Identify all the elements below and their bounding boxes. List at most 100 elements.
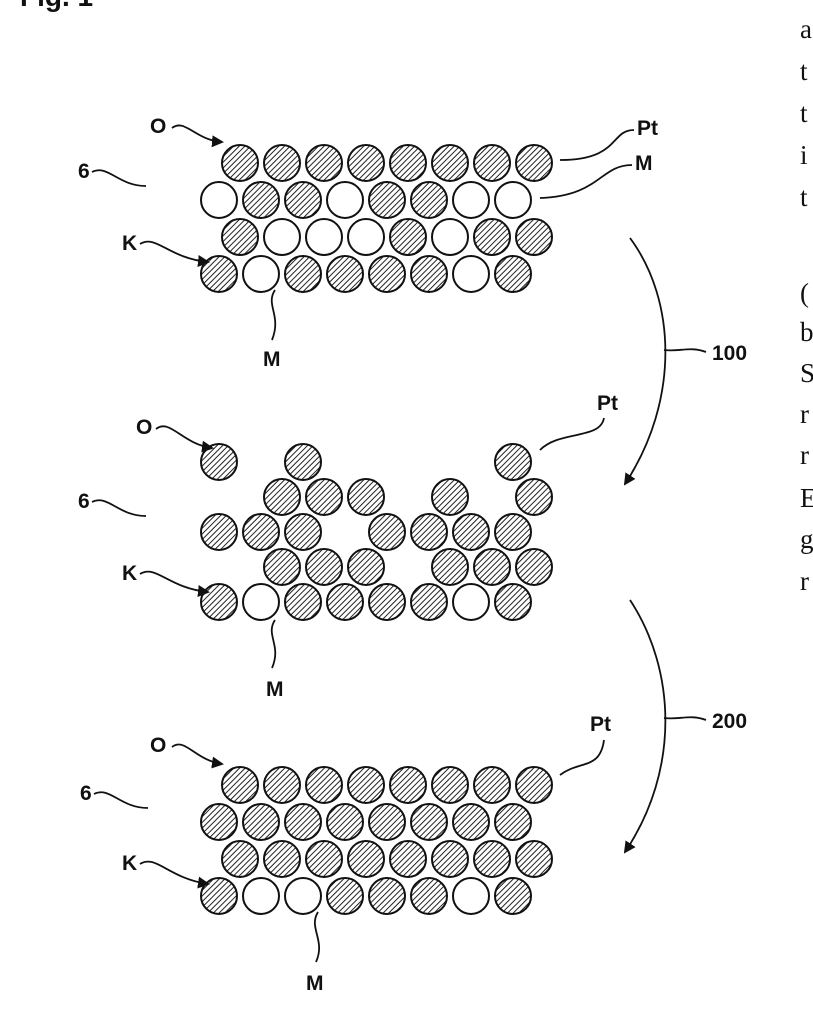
arrow-label-100: 100 [712, 342, 747, 365]
platinum-atom [369, 514, 405, 550]
body-text-fragment: t [800, 98, 808, 128]
m-label-right: M [635, 152, 653, 175]
platinum-atom [243, 514, 279, 550]
body-text-fragment: t [800, 182, 808, 212]
arrow-200-leader [664, 717, 706, 720]
platinum-atom [222, 219, 258, 255]
platinum-atom [432, 549, 468, 585]
platinum-atom [327, 584, 363, 620]
platinum-atom [201, 514, 237, 550]
platinum-atom [201, 444, 237, 480]
platinum-atom [264, 841, 300, 877]
platinum-atom [516, 549, 552, 585]
core-label-K: K [122, 232, 137, 255]
platinum-atom [348, 549, 384, 585]
metal-m-atom [348, 219, 384, 255]
surface-label-O: O [136, 416, 152, 439]
platinum-atom [264, 145, 300, 181]
platinum-atom [369, 878, 405, 914]
platinum-atom [474, 145, 510, 181]
body-text-fragment: i [800, 140, 808, 170]
metal-m-atom [432, 219, 468, 255]
platinum-atom [264, 479, 300, 515]
platinum-atom [201, 584, 237, 620]
platinum-atom [285, 182, 321, 218]
metal-m-atom [243, 256, 279, 292]
platinum-atom [432, 767, 468, 803]
platinum-atom [516, 479, 552, 515]
metal-m-atom [306, 219, 342, 255]
m-label-bottom: M [306, 972, 324, 995]
surface-label-O: O [150, 734, 166, 757]
platinum-atom [369, 256, 405, 292]
platinum-atom [516, 145, 552, 181]
core-leader-arrow [140, 862, 208, 884]
platinum-atom [495, 256, 531, 292]
m-right-leader-line [540, 165, 632, 198]
m-label-bottom: M [266, 678, 284, 701]
metal-m-atom [264, 219, 300, 255]
body-text-fragment: r [800, 566, 809, 596]
platinum-atom [222, 767, 258, 803]
metal-m-atom [243, 878, 279, 914]
body-text-fragment: g [800, 524, 813, 554]
platinum-atom [285, 256, 321, 292]
platinum-atom [390, 767, 426, 803]
metal-m-atom [285, 878, 321, 914]
platinum-atom [411, 878, 447, 914]
platinum-atom [306, 549, 342, 585]
platinum-atom [327, 804, 363, 840]
core-leader-arrow [140, 572, 208, 592]
platinum-atom [474, 841, 510, 877]
platinum-atom [516, 219, 552, 255]
surface-label-O: O [150, 115, 166, 138]
platinum-atom [495, 804, 531, 840]
layer-leader-line [94, 792, 148, 808]
platinum-atom [495, 514, 531, 550]
platinum-atom [411, 256, 447, 292]
platinum-atom [306, 767, 342, 803]
platinum-atom [495, 878, 531, 914]
layer-label-6: 6 [78, 160, 90, 183]
platinum-atom [369, 804, 405, 840]
panel-dealloyed-labels: O 6 K Pt M [78, 392, 618, 701]
body-text-fragment: S [800, 358, 813, 388]
platinum-atom [516, 767, 552, 803]
platinum-atom [285, 514, 321, 550]
layer-label-6: 6 [78, 490, 90, 513]
transition-arrow-200 [625, 600, 665, 852]
platinum-atom [474, 549, 510, 585]
platinum-atom [327, 256, 363, 292]
figure-title: Fig. 1 [20, 0, 93, 12]
platinum-atom [411, 584, 447, 620]
platinum-atom [369, 584, 405, 620]
platinum-atom [390, 219, 426, 255]
layer-leader-line [92, 500, 146, 516]
metal-m-atom [453, 878, 489, 914]
platinum-atom [222, 841, 258, 877]
platinum-atom [453, 804, 489, 840]
platinum-atom [390, 841, 426, 877]
platinum-atom [369, 182, 405, 218]
panel-initial [201, 145, 552, 292]
platinum-atom [348, 145, 384, 181]
platinum-atom [348, 479, 384, 515]
metal-m-atom [453, 584, 489, 620]
platinum-atom [201, 804, 237, 840]
layer-label-6: 6 [80, 782, 92, 805]
platinum-atom [516, 841, 552, 877]
platinum-atom [411, 804, 447, 840]
platinum-atom [327, 878, 363, 914]
metal-m-atom [327, 182, 363, 218]
platinum-atom [285, 584, 321, 620]
pt-label: Pt [597, 392, 618, 415]
platinum-atom [432, 841, 468, 877]
m-label-bottom: M [263, 348, 281, 371]
platinum-atom [264, 549, 300, 585]
metal-m-atom [495, 182, 531, 218]
panel-reconstructed [201, 767, 552, 914]
platinum-atom [306, 479, 342, 515]
platinum-atom [495, 444, 531, 480]
platinum-atom [432, 145, 468, 181]
